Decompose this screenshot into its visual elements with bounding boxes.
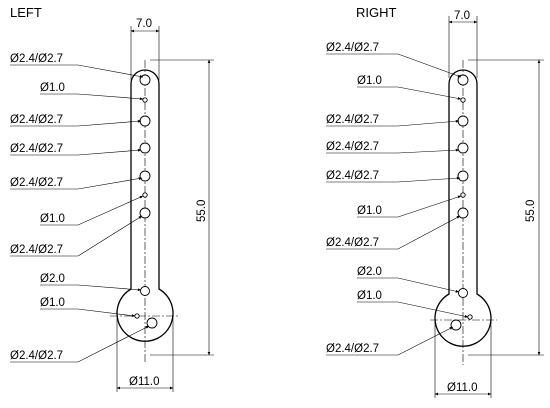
- left-hole: [139, 142, 151, 154]
- right-hole-label: Ø1.0: [357, 75, 382, 87]
- left-leader: [10, 148, 142, 156]
- left-hole-label: Ø1.0: [40, 82, 65, 94]
- right-hole-label: Ø2.4/Ø2.7: [326, 170, 379, 182]
- left-hole-label: Ø1.0: [40, 213, 65, 225]
- left-leader: [40, 284, 142, 292]
- right-leader: [326, 119, 460, 127]
- right-leader: [326, 215, 461, 250]
- right-hole: [460, 97, 466, 103]
- left-length-label: 55.0: [196, 200, 208, 222]
- right-view: RIGHT Ø2.4: [326, 5, 544, 398]
- right-hole-label: Ø2.4/Ø2.7: [326, 343, 379, 355]
- left-hole-label: Ø2.4/Ø2.7: [10, 143, 63, 155]
- right-leader: [326, 176, 461, 183]
- left-bulb-dimension: Ø11.0: [116, 318, 174, 392]
- left-hole: [142, 97, 148, 103]
- left-hole-label: Ø2.4/Ø2.7: [10, 177, 63, 189]
- right-leader: [357, 86, 462, 100]
- right-bulb-dimension: Ø11.0: [434, 322, 492, 398]
- left-hole-label: Ø1.0: [40, 297, 65, 309]
- right-hole-label: Ø1.0: [357, 205, 382, 217]
- right-hole-labels: Ø2.4/Ø2.7 Ø1.0 Ø2.4/Ø2.7 Ø2.4/Ø2.7 Ø2.4/…: [326, 42, 382, 355]
- left-width-label: 7.0: [136, 18, 152, 30]
- left-leader: [10, 215, 143, 257]
- left-leader: [10, 119, 142, 127]
- left-hole: [142, 192, 148, 198]
- left-leader: [40, 308, 136, 318]
- right-hole: [457, 207, 469, 219]
- right-hole: [458, 288, 468, 298]
- left-width-dimension: 7.0: [130, 18, 160, 80]
- right-hole: [467, 314, 473, 320]
- left-hole: [134, 313, 140, 319]
- right-hole-label: Ø2.4/Ø2.7: [326, 141, 379, 153]
- right-length-label: 55.0: [525, 200, 537, 222]
- left-leader: [10, 177, 143, 190]
- left-hole-label: Ø2.4/Ø2.7: [10, 350, 63, 362]
- left-view: LEFT: [10, 5, 214, 392]
- left-hole: [139, 115, 151, 127]
- left-length-dimension: 55.0: [150, 59, 214, 356]
- left-hole-label: Ø2.4/Ø2.7: [10, 53, 63, 65]
- right-hole-label: Ø2.4/Ø2.7: [326, 237, 379, 249]
- left-holes: [134, 74, 158, 329]
- right-length-dimension: 55.0: [468, 59, 544, 356]
- right-hole-label: Ø2.4/Ø2.7: [326, 114, 379, 126]
- left-leader: [40, 195, 144, 226]
- right-leader: [326, 53, 462, 78]
- left-leader: [10, 325, 150, 363]
- left-leader: [10, 64, 144, 78]
- left-hole-label: Ø2.4/Ø2.7: [10, 114, 63, 126]
- left-hole-label: Ø2.0: [40, 273, 65, 285]
- right-leader: [326, 326, 454, 356]
- left-leaders: [10, 64, 150, 363]
- right-leader: [326, 148, 460, 154]
- left-hole: [146, 317, 158, 329]
- left-hole-labels: Ø2.4/Ø2.7 Ø1.0 Ø2.4/Ø2.7 Ø2.4/Ø2.7 Ø2.4/…: [10, 53, 65, 362]
- right-hole: [457, 142, 469, 154]
- right-hole: [457, 115, 469, 127]
- right-leader: [357, 301, 469, 318]
- right-leader: [357, 195, 462, 218]
- left-leader: [40, 93, 144, 101]
- right-view-title: RIGHT: [356, 5, 397, 20]
- right-hole: [457, 74, 469, 86]
- right-hole-label: Ø1.0: [357, 290, 382, 302]
- left-hole: [140, 286, 150, 296]
- left-bulb-label: Ø11.0: [129, 376, 159, 388]
- right-hole: [460, 192, 466, 198]
- right-bulb-label: Ø11.0: [447, 382, 477, 394]
- left-hole-label: Ø2.4/Ø2.7: [10, 244, 63, 256]
- left-hole: [139, 170, 151, 182]
- left-hole: [139, 207, 151, 219]
- right-leaders: [326, 53, 469, 356]
- right-hole: [450, 319, 462, 331]
- right-hole-label: Ø2.0: [357, 266, 382, 278]
- left-view-title: LEFT: [10, 5, 42, 20]
- right-hole-label: Ø2.4/Ø2.7: [326, 42, 379, 54]
- right-width-dimension: 7.0: [448, 10, 478, 78]
- right-leader: [357, 277, 460, 293]
- right-width-label: 7.0: [454, 10, 470, 22]
- right-holes: [450, 74, 473, 331]
- left-plate-outline: [116, 69, 174, 342]
- right-hole: [457, 170, 469, 182]
